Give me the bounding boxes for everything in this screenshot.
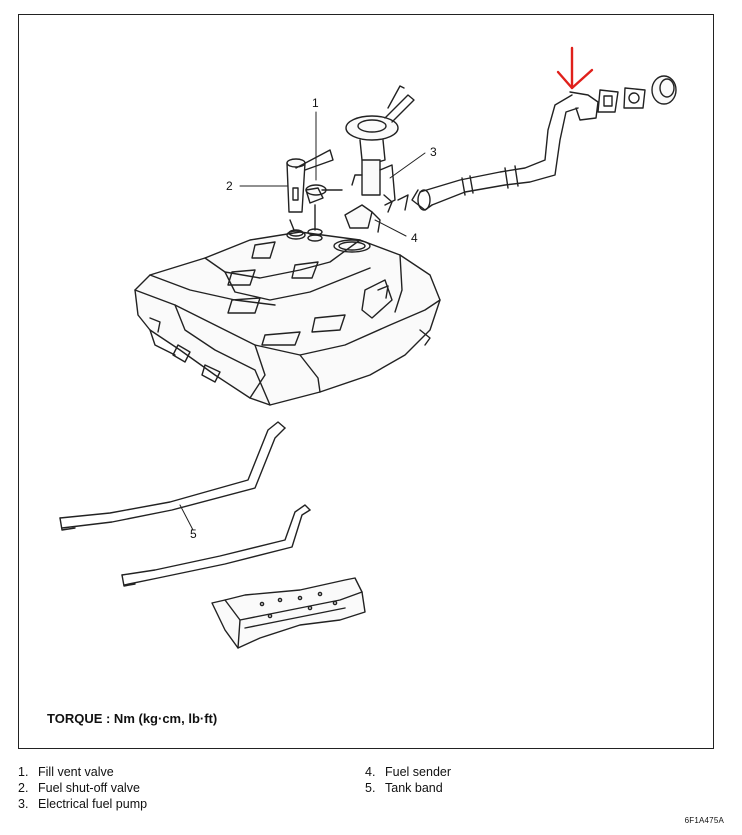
callout-1: 1 bbox=[312, 96, 319, 110]
tank-band-upper bbox=[59, 421, 286, 531]
callout-2: 2 bbox=[226, 179, 233, 193]
callout-3: 3 bbox=[430, 145, 437, 159]
diagram-frame bbox=[18, 14, 714, 749]
fuel-pump-assembly bbox=[344, 85, 415, 233]
fill-vent-valve bbox=[305, 184, 343, 236]
legend-item: 2. Fuel shut-off valve bbox=[18, 780, 147, 796]
legend-number: 4. bbox=[365, 765, 376, 779]
annotation-arrow bbox=[556, 46, 594, 90]
legend-left: 1.Fill vent valve 2.Fuel shut-off valve … bbox=[18, 764, 147, 812]
legend-right: 4. Fuel sender 5. Tank band bbox=[365, 764, 451, 796]
legend-item: 1. Fill vent valve bbox=[18, 764, 147, 780]
callout-4: 4 bbox=[411, 231, 418, 245]
legend-label: Fuel shut-off valve bbox=[38, 781, 140, 795]
legend-label: Fuel sender bbox=[385, 765, 452, 779]
heat-shield bbox=[211, 577, 366, 649]
legend-number: 1. bbox=[18, 765, 29, 779]
filler-neck-hose bbox=[397, 75, 677, 211]
fuel-shut-off-valve bbox=[286, 149, 334, 237]
leader-lines bbox=[179, 111, 426, 531]
legend-item: 3. Electrical fuel pump bbox=[18, 796, 147, 812]
legend-number: 3. bbox=[18, 797, 29, 811]
tank-band-lower bbox=[121, 504, 311, 587]
legend-label: Tank band bbox=[385, 781, 443, 795]
legend-number: 5. bbox=[365, 781, 376, 795]
legend-number: 2. bbox=[18, 781, 29, 795]
fuel-tank bbox=[134, 230, 441, 406]
callout-5: 5 bbox=[190, 527, 197, 541]
legend-label: Electrical fuel pump bbox=[38, 797, 148, 811]
legend-item: 4. Fuel sender bbox=[365, 764, 451, 780]
figure-code: 6F1A475A bbox=[684, 816, 724, 825]
legend-item: 5. Tank band bbox=[365, 780, 451, 796]
legend-label: Fill vent valve bbox=[38, 765, 114, 779]
torque-label: TORQUE : Nm (kg·cm, lb·ft) bbox=[47, 711, 218, 726]
